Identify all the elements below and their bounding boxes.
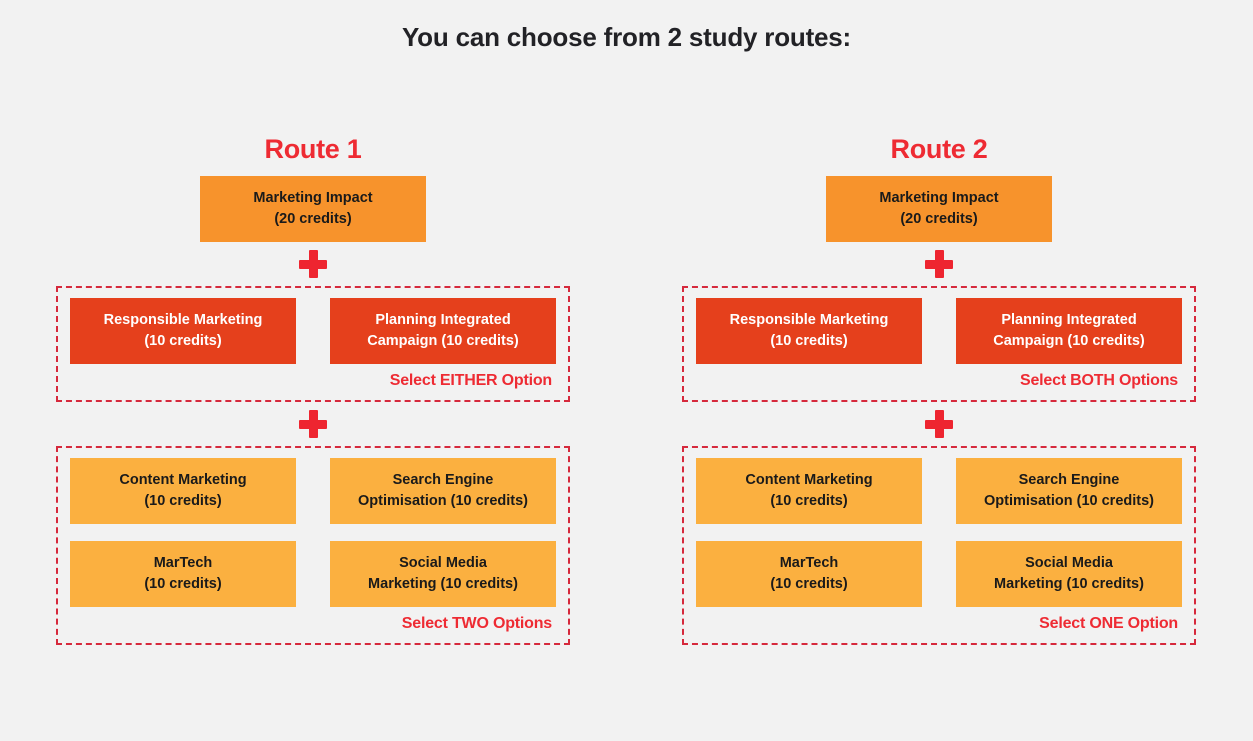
module-line-1: MarTech xyxy=(779,555,839,571)
plus-icon xyxy=(925,410,953,438)
plus-connector-1a xyxy=(0,242,626,286)
route-2-heading: Route 2 xyxy=(890,134,988,164)
module-line-1: Search Engine xyxy=(392,472,494,488)
module-option[interactable]: Social Media Marketing (10 credits) xyxy=(956,541,1182,607)
module-line-1: Responsible Marketing xyxy=(729,312,889,328)
route-1-core-module[interactable]: Marketing Impact (20 credits) xyxy=(200,176,426,242)
module-option[interactable]: Content Marketing (10 credits) xyxy=(70,458,296,524)
plus-icon xyxy=(925,250,953,278)
module-line-1: Social Media xyxy=(399,555,487,571)
route-2-core-module[interactable]: Marketing Impact (20 credits) xyxy=(826,176,1052,242)
module-option[interactable]: Planning Integrated Campaign (10 credits… xyxy=(956,298,1182,364)
module-line-2: Optimisation (10 credits) xyxy=(357,493,528,509)
module-option[interactable]: Responsible Marketing (10 credits) xyxy=(70,298,296,364)
plus-icon xyxy=(299,250,327,278)
module-line-2: Marketing (10 credits) xyxy=(368,576,518,592)
plus-connector-2a xyxy=(626,242,1252,286)
page-title: You can choose from 2 study routes: xyxy=(401,22,852,52)
plus-icon xyxy=(299,410,327,438)
module-line-1: Content Marketing xyxy=(745,472,873,488)
module-name: Marketing Impact xyxy=(253,190,373,206)
module-grid: Content Marketing (10 credits) Search En… xyxy=(696,458,1182,607)
selection-note: Select ONE Option xyxy=(1039,615,1178,632)
module-line-1: Content Marketing xyxy=(119,472,247,488)
module-credits: (20 credits) xyxy=(274,211,352,227)
module-line-2: (10 credits) xyxy=(770,493,848,509)
module-option[interactable]: Search Engine Optimisation (10 credits) xyxy=(330,458,556,524)
module-line-1: Planning Integrated xyxy=(1001,312,1137,328)
route-column-2: Route 2 Marketing Impact (20 credits) Re… xyxy=(626,132,1252,645)
selection-note: Select EITHER Option xyxy=(389,372,552,389)
module-option[interactable]: Planning Integrated Campaign (10 credits… xyxy=(330,298,556,364)
module-option[interactable]: Search Engine Optimisation (10 credits) xyxy=(956,458,1182,524)
module-line-2: Campaign (10 credits) xyxy=(993,333,1145,349)
route-1-heading: Route 1 xyxy=(264,134,362,164)
module-option[interactable]: Responsible Marketing (10 credits) xyxy=(696,298,922,364)
module-line-2: Optimisation (10 credits) xyxy=(983,493,1154,509)
selection-note: Select BOTH Options xyxy=(1020,372,1178,389)
plus-connector-1b xyxy=(0,402,626,446)
route-column-1: Route 1 Marketing Impact (20 credits) Re… xyxy=(0,132,626,645)
module-line-2: Marketing (10 credits) xyxy=(994,576,1144,592)
route-2-group-2: Content Marketing (10 credits) Search En… xyxy=(682,446,1196,645)
module-grid: Responsible Marketing (10 credits) Plann… xyxy=(696,298,1182,364)
module-option[interactable]: Content Marketing (10 credits) xyxy=(696,458,922,524)
module-option[interactable]: MarTech (10 credits) xyxy=(70,541,296,607)
module-line-2: (10 credits) xyxy=(770,333,848,349)
module-line-1: MarTech xyxy=(153,555,213,571)
module-name: Marketing Impact xyxy=(879,190,999,206)
route-1-group-1: Responsible Marketing (10 credits) Plann… xyxy=(56,286,570,402)
route-1-group-2: Content Marketing (10 credits) Search En… xyxy=(56,446,570,645)
route-2-group-1: Responsible Marketing (10 credits) Plann… xyxy=(682,286,1196,402)
plus-connector-2b xyxy=(626,402,1252,446)
module-line-2: (10 credits) xyxy=(144,576,222,592)
module-grid: Responsible Marketing (10 credits) Plann… xyxy=(70,298,556,364)
module-credits: (20 credits) xyxy=(900,211,978,227)
module-option[interactable]: Social Media Marketing (10 credits) xyxy=(330,541,556,607)
selection-note: Select TWO Options xyxy=(401,615,552,632)
module-line-1: Social Media xyxy=(1025,555,1113,571)
module-line-2: (10 credits) xyxy=(770,576,848,592)
routes-container: Route 1 Marketing Impact (20 credits) Re… xyxy=(0,132,1253,645)
module-line-2: Campaign (10 credits) xyxy=(367,333,519,349)
module-line-1: Planning Integrated xyxy=(375,312,511,328)
module-line-2: (10 credits) xyxy=(144,333,222,349)
module-line-1: Responsible Marketing xyxy=(103,312,263,328)
module-line-2: (10 credits) xyxy=(144,493,222,509)
module-option[interactable]: MarTech (10 credits) xyxy=(696,541,922,607)
module-grid: Content Marketing (10 credits) Search En… xyxy=(70,458,556,607)
module-line-1: Search Engine xyxy=(1018,472,1120,488)
